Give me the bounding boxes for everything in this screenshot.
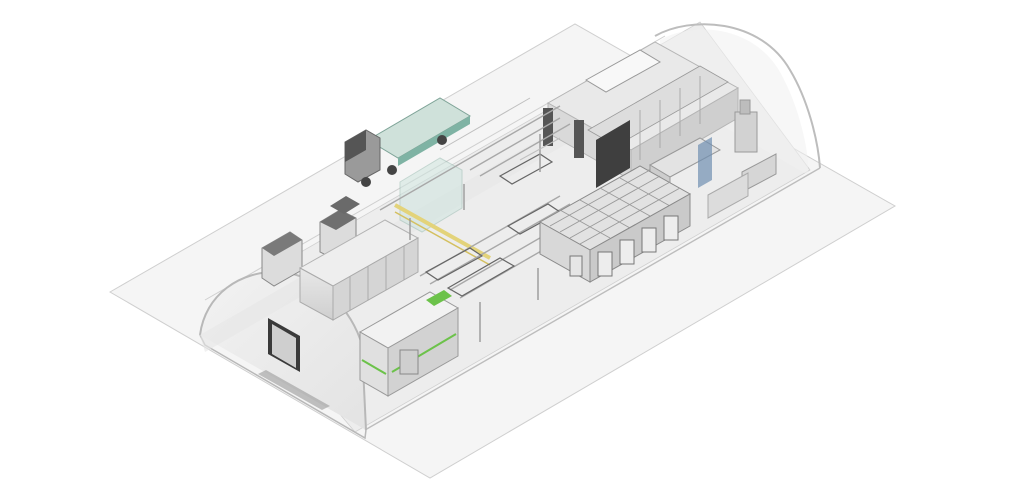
left-booths — [298, 219, 420, 321]
paint-booth — [546, 41, 740, 188]
hall-arch-back — [654, 23, 821, 169]
rack-storage — [538, 165, 692, 283]
frame-rails — [439, 97, 561, 161]
exhaust-unit — [261, 196, 360, 287]
yellow-rail — [394, 203, 491, 266]
control-cabinet — [358, 290, 460, 397]
front-door — [258, 318, 330, 410]
booth-gate-left — [543, 108, 553, 146]
ridge-line-right — [364, 167, 821, 431]
mixing-room — [648, 99, 777, 219]
booth-gate-right — [574, 120, 584, 158]
support-posts — [409, 134, 541, 342]
truck-icon — [344, 97, 471, 187]
entry-corridor — [399, 157, 463, 233]
